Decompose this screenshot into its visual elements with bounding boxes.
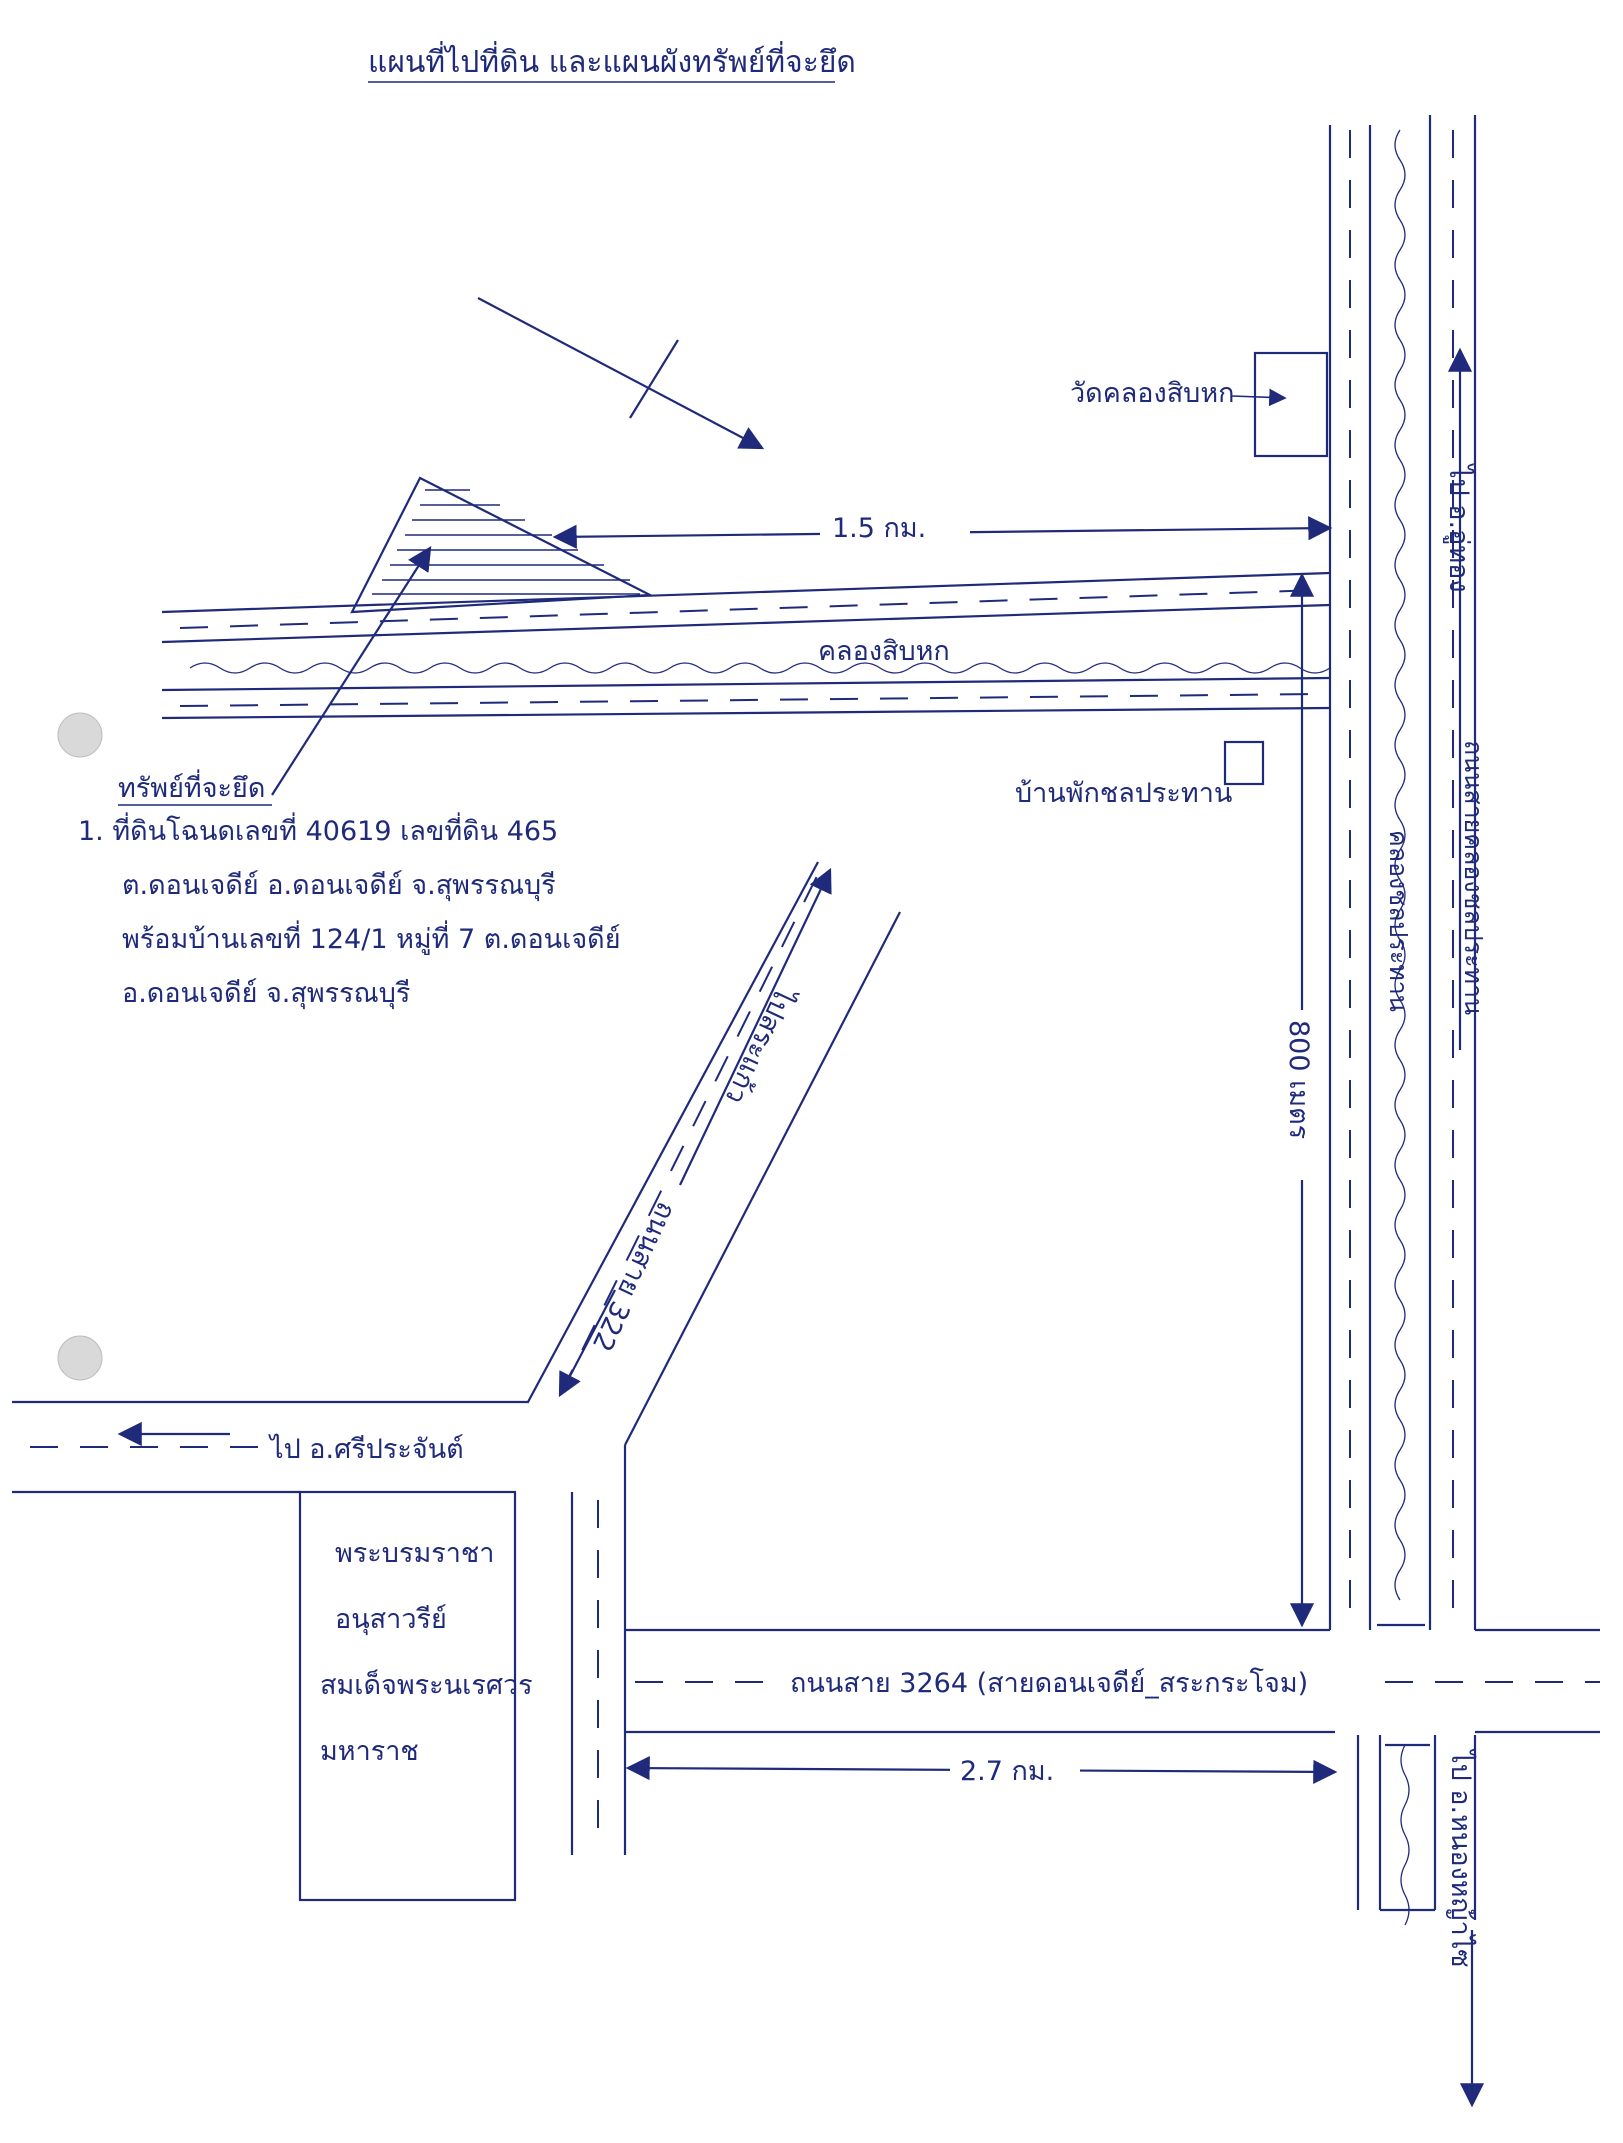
road-322-arrow-up [679,867,832,1186]
road-322 [12,861,901,1855]
property-plot [350,476,655,614]
map-title: แผนที่ไปที่ดิน และแผนผังทรัพย์ที่จะยึด [368,41,856,80]
canal-road-label: คลองชลประทาน [1384,830,1413,1012]
west-road-label: ไป อ.ศรีประจันต์ [268,1433,464,1465]
property-line-4: อ.ดอนเจดีย์ จ.สุพรรณบุรี [122,977,410,1010]
east-road-south [1356,1735,1477,1926]
east-direction-north: ไป อ.อู่ทอง [1443,463,1474,593]
east-direction-south: ไป อ.หนองหญ้าไซ [1445,1748,1476,1968]
canal-horizontal [161,571,1331,720]
distance-east-label: 800 เมตร [1283,1020,1314,1139]
distance-south-label: 2.7 กม. [960,1756,1054,1787]
temple-pointer [1231,388,1287,407]
canal-label: คลองสิบหก [818,636,950,667]
distance-east-bg [1285,1010,1319,1180]
house-label: บ้านพักชลประทาน [1015,778,1232,809]
east-road-name: ถนนสายคลองชลประทาน [1459,740,1488,1015]
monument-line-4: มหาราช [320,1736,419,1767]
property-line-1: 1. ที่ดินโฉนดเลขที่ 40619 เลขที่ดิน 465 [78,812,558,847]
monument-line-1: พระบรมราชา [335,1538,494,1569]
property-pointer [271,545,432,796]
punch-hole-icon [57,1335,103,1381]
property-line-2: ต.ดอนเจดีย์ อ.ดอนเจดีย์ จ.สุพรรณบุรี [122,869,556,902]
distance-north-label: 1.5 กม. [832,513,926,544]
property-heading: ทรัพย์ที่จะยึด [118,769,265,804]
monument-line-2: อนุสาวรีย์ [335,1603,447,1636]
punch-hole-icon [57,712,103,758]
road-3264-label: ถนนสาย 3264 (สายดอนเจดีย์_สระกระโจม) [790,1667,1308,1699]
distance-north-bg [820,510,970,544]
east-road-canal [1328,115,1477,1630]
road-322-arrow-down [558,1289,616,1398]
road-3264-bg [785,1665,1375,1703]
north-arrow-icon [477,297,765,450]
monument-box [298,1490,517,1902]
road-322-label: ถนนสาย 322 [586,1197,682,1356]
house-box [1223,740,1265,786]
distance-south-bg [950,1750,1080,1786]
temple-label: วัดคลองสิบหก [1070,378,1234,409]
monument-line-3: สมเด็จพระนเรศวร [320,1667,533,1701]
temple-box [1253,351,1329,458]
property-line-3: พร้อมบ้านเลขที่ 124/1 หมู่ที่ 7 ต.ดอนเจด… [122,920,621,955]
road-322-direction: ไปสระแก้ว [719,980,801,1108]
west-road-bg [265,1428,515,1464]
